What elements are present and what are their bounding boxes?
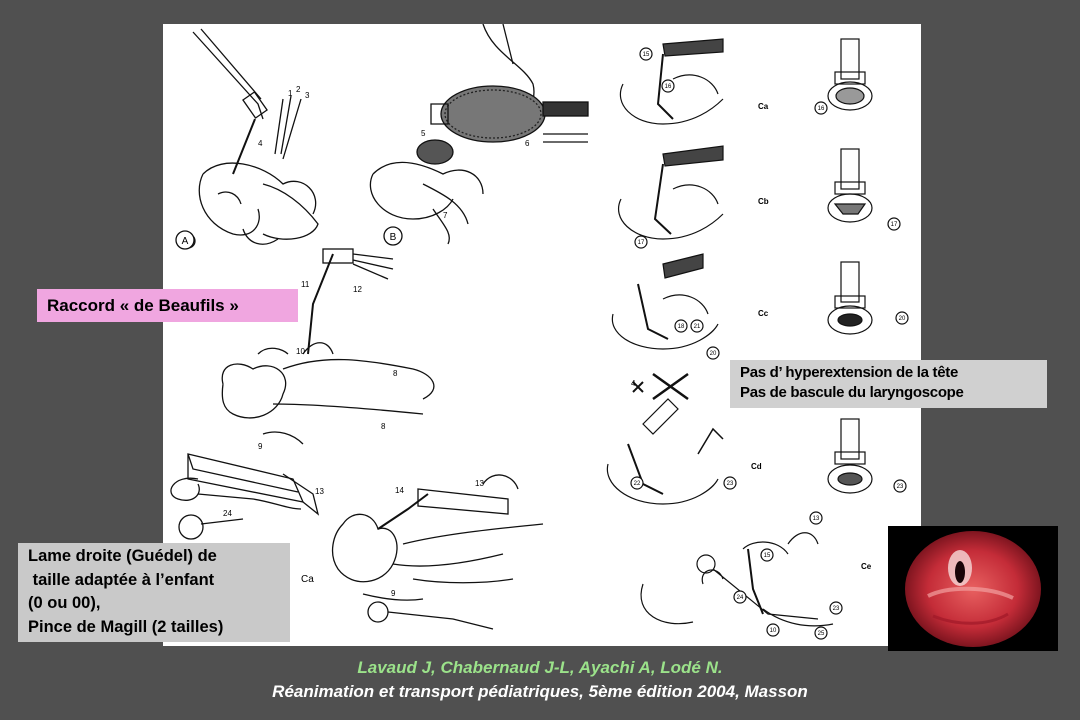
callout-9a: 9 <box>258 442 263 451</box>
callout-13b: 13 <box>475 479 484 488</box>
lame-line-4: Pince de Magill (2 tailles) <box>28 617 224 636</box>
row-cd-drawing <box>606 372 873 505</box>
circle-17-cb-left: 17 <box>634 235 648 249</box>
circle-15-ce: 15 <box>760 548 774 562</box>
svg-text:15: 15 <box>764 553 771 559</box>
svg-text:23: 23 <box>727 481 734 487</box>
panel-b-badge: B <box>383 226 403 246</box>
circle-10-ce: 10 <box>766 623 780 637</box>
callout-10: 10 <box>296 347 305 356</box>
callout-4: 4 <box>258 139 263 148</box>
panel-a-badge: A <box>175 230 195 250</box>
circle-25-ce: 25 <box>814 626 828 640</box>
callout-4-right: 4 <box>631 379 636 388</box>
svg-text:16: 16 <box>818 106 825 112</box>
row-label-cc: Cc <box>758 309 769 318</box>
lame-line-2: taille adaptée à l’enfant <box>28 570 215 589</box>
citation-authors: Lavaud J, Chabernaud J-L, Ayachi A, Lodé… <box>357 658 723 677</box>
callout-5: 5 <box>421 129 426 138</box>
laryngoscopy-sequence-illustration: Ca Cb Cc Cd Ce 4 15 16 16 17 17 18 21 20… <box>606 38 909 640</box>
circle-23-ce: 23 <box>829 601 843 615</box>
callout-13a: 13 <box>315 487 324 496</box>
callout-6: 6 <box>525 139 530 148</box>
row-label-ce: Ce <box>861 562 872 571</box>
row-ca-drawing <box>619 38 873 125</box>
svg-text:17: 17 <box>891 222 898 228</box>
row-ce-drawing <box>640 532 834 627</box>
row-label-cb: Cb <box>758 197 769 206</box>
row-cc-drawing <box>611 253 873 350</box>
circle-18-cc: 18 <box>674 319 688 333</box>
svg-text:18: 18 <box>678 324 685 330</box>
pas-label: Pas d’ hyperextension de la tête Pas de … <box>730 360 1047 408</box>
circle-17-cb-right: 17 <box>887 217 901 231</box>
pas-line-2: Pas de bascule du laryngoscope <box>740 384 964 401</box>
callout-2: 2 <box>296 85 301 94</box>
circle-24-ce: 24 <box>733 590 747 604</box>
intubation-illustration-left: A B Ca 1 2 3 4 5 6 7 8 8 9 9 10 11 12 13… <box>170 23 589 630</box>
left-illustration-panel: A B Ca 1 2 3 4 5 6 7 8 8 9 9 10 11 12 13… <box>163 23 603 646</box>
citation-source: Réanimation et transport pédiatriques, 5… <box>272 682 808 701</box>
row-label-ca: Ca <box>758 102 769 111</box>
svg-text:24: 24 <box>737 595 744 601</box>
svg-text:15: 15 <box>643 52 650 58</box>
circle-20-cc-left: 20 <box>706 346 720 360</box>
callout-24: 24 <box>223 509 232 518</box>
svg-text:A: A <box>182 236 189 247</box>
svg-text:23: 23 <box>897 484 904 490</box>
callout-3: 3 <box>305 91 310 100</box>
laryngoscopy-photo <box>888 526 1058 651</box>
svg-text:17: 17 <box>638 240 645 246</box>
callout-8b: 8 <box>381 422 386 431</box>
svg-text:25: 25 <box>818 631 825 637</box>
svg-text:13: 13 <box>813 516 820 522</box>
circle-20-cc-right: 20 <box>895 311 909 325</box>
svg-text:20: 20 <box>710 351 717 357</box>
svg-text:16: 16 <box>665 84 672 90</box>
panel-a-drawing <box>180 28 319 249</box>
circle-15-ca: 15 <box>639 47 653 61</box>
circle-16-ca-left: 16 <box>661 79 675 93</box>
callout-11: 11 <box>301 280 310 289</box>
lame-line-1: Lame droite (Guédel) de <box>28 547 217 565</box>
circle-16-ca-right: 16 <box>814 101 828 115</box>
row-label-cd: Cd <box>751 462 762 471</box>
circle-22-cd: 22 <box>630 476 644 490</box>
circle-21-cc: 21 <box>690 319 704 333</box>
circle-23-cd-left: 23 <box>723 476 737 490</box>
circle-13-ce: 13 <box>809 511 823 525</box>
callout-12: 12 <box>353 285 362 294</box>
raccord-label: Raccord « de Beaufils » <box>37 289 298 322</box>
svg-text:20: 20 <box>899 316 906 322</box>
citation: Lavaud J, Chabernaud J-L, Ayachi A, Lodé… <box>0 656 1080 704</box>
svg-text:22: 22 <box>634 481 641 487</box>
lame-line-3: (0 ou 00), <box>28 594 101 612</box>
lame-label: Lame droite (Guédel) de taille adaptée à… <box>18 543 290 642</box>
panel-ca-left-drawing <box>331 474 544 630</box>
svg-text:10: 10 <box>770 628 777 634</box>
svg-text:23: 23 <box>833 606 840 612</box>
pas-line-1: Pas d’ hyperextension de la tête <box>740 364 958 381</box>
callout-9b: 9 <box>391 589 396 598</box>
laryngoscope-handle-drawing <box>170 453 320 540</box>
circle-23-cd-right: 23 <box>893 479 907 493</box>
callout-8a: 8 <box>393 369 398 378</box>
svg-text:B: B <box>390 232 397 243</box>
callout-7: 7 <box>443 211 448 220</box>
svg-text:21: 21 <box>694 324 701 330</box>
middle-drawing <box>221 248 435 445</box>
callout-14: 14 <box>395 486 404 495</box>
row-cb-drawing <box>618 145 873 240</box>
right-illustration-panel: Ca Cb Cc Cd Ce 4 15 16 16 17 17 18 21 20… <box>603 24 921 646</box>
panel-b-drawing <box>369 23 589 245</box>
panel-ca-label: Ca <box>301 574 314 585</box>
callout-1: 1 <box>288 89 293 98</box>
